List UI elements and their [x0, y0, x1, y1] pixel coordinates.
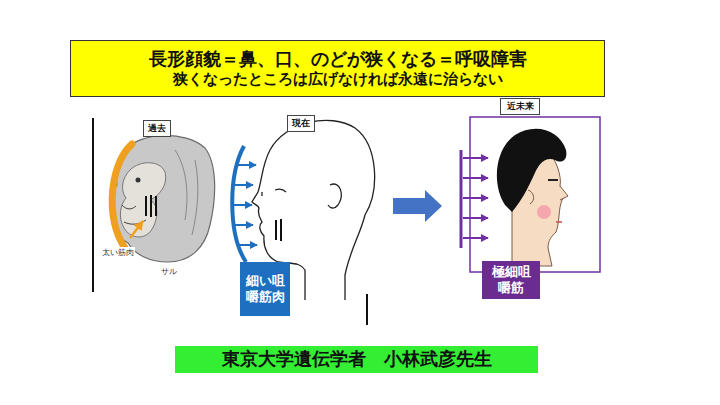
node-text: 過去 [148, 123, 166, 134]
push-line [460, 150, 463, 248]
era-label: 近未来 [500, 98, 540, 115]
title-box: 長形顔貌＝鼻、口、のどが狭くなる＝呼吸障害狭くなったところは広げなければ永遠に治… [70, 40, 605, 97]
node-text: 近未来 [507, 101, 534, 112]
node-text: 長形顔貌＝鼻、口、のどが狭くなる＝呼吸障害 [149, 49, 527, 71]
node-text: 東京大学遺伝学者 小林武彦先生 [222, 349, 492, 371]
muscle-box: 細い咀嚼筋肉 [240, 262, 290, 316]
era-label: 過去 [143, 120, 171, 137]
jaw-arc [112, 144, 132, 254]
era-label: 現在 [287, 115, 315, 132]
pointer-arrow [130, 221, 143, 238]
node-text: 細い咀嚼筋肉 [244, 273, 286, 304]
muscle-stripes [276, 219, 281, 241]
muscle-box: 極細咀嚼筋 [482, 261, 540, 298]
monkey-head [111, 135, 215, 262]
woman-profile [497, 129, 568, 266]
node-text: 極細咀嚼筋 [486, 264, 536, 295]
node-text: 狭くなったところは広げなければ永遠に治らない [173, 70, 503, 88]
node-text: 現在 [292, 118, 310, 129]
figure-label: サル [160, 266, 178, 277]
figure-label: 太い筋肉 [101, 247, 135, 258]
tick-mark [366, 294, 368, 325]
block-arrow [393, 190, 442, 222]
portrait-frame [470, 117, 600, 272]
divider-line [92, 118, 94, 292]
credit-box: 東京大学遺伝学者 小林武彦先生 [175, 346, 538, 373]
push-arrows [234, 165, 257, 245]
push-arrows [463, 158, 488, 238]
